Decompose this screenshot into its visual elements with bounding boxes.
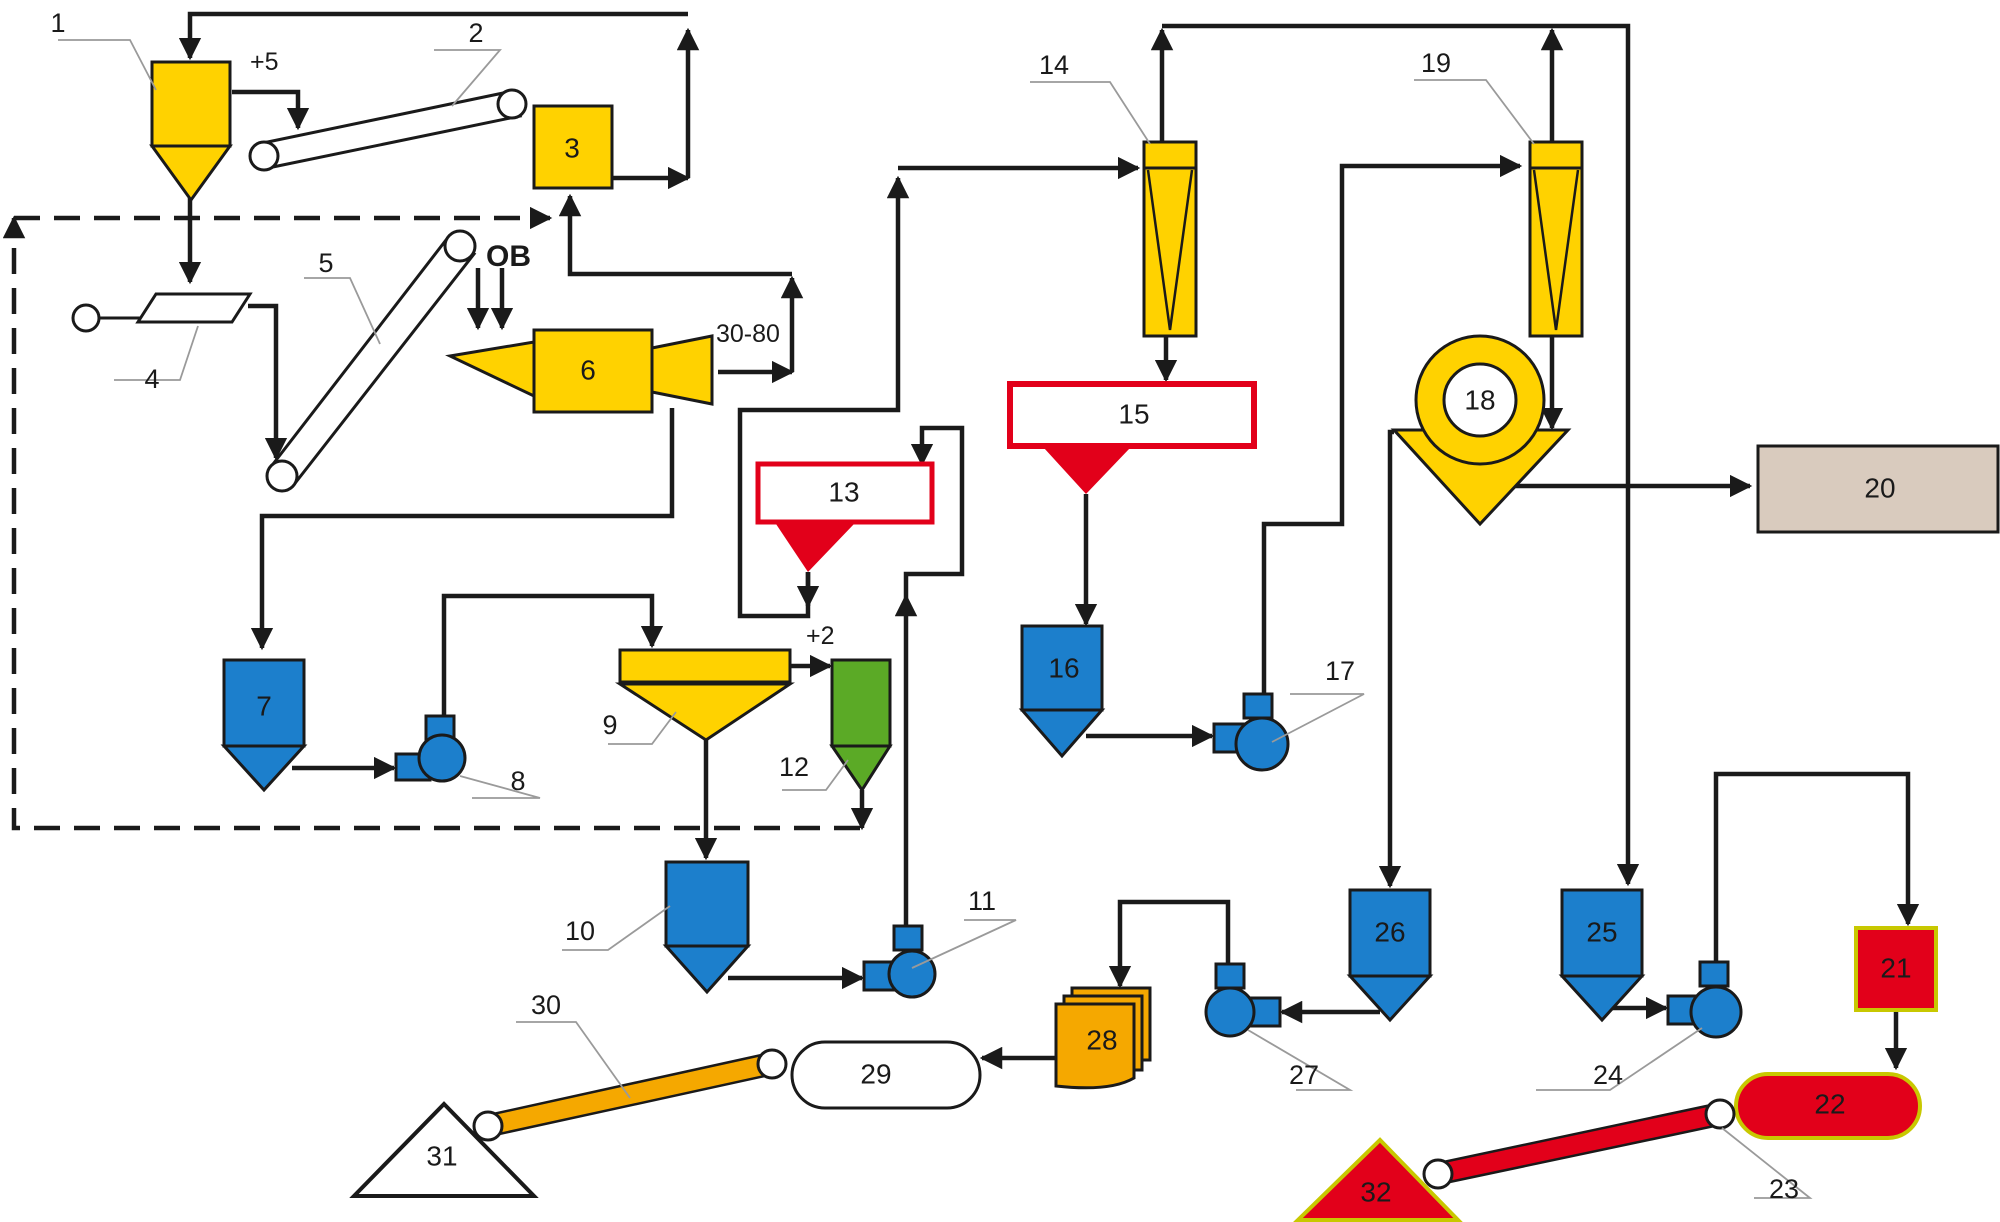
label-29: 29 (860, 1058, 891, 1089)
unit-13-hopper (755, 461, 935, 572)
label-11: 11 (968, 886, 996, 916)
label-32: 32 (1360, 1176, 1391, 1207)
label-7: 7 (256, 690, 272, 721)
unit-9-separator (614, 648, 795, 742)
label-12: 12 (779, 752, 809, 782)
unit-28-bags (1054, 986, 1152, 1090)
label-19: 19 (1421, 48, 1451, 78)
annotation-plus2: +2 (806, 622, 835, 650)
unit-17-pump (1212, 692, 1290, 772)
unit-22-dryer (1734, 1072, 1922, 1140)
leader-lines (58, 39, 1813, 1199)
label-30: 30 (531, 990, 561, 1020)
unit-19-cyclone (1528, 140, 1584, 338)
unit-4-feeder (71, 292, 253, 333)
unit-2-conveyor (248, 88, 528, 172)
unit-31-pile (349, 1101, 539, 1198)
label-31: 31 (426, 1140, 457, 1171)
unit-32-pile (1293, 1137, 1463, 1222)
label-26: 26 (1374, 916, 1405, 947)
unit-23-conveyor (1422, 1098, 1736, 1190)
unit-8-pump (394, 714, 467, 783)
unit-10-sump (662, 860, 752, 995)
label-15: 15 (1118, 398, 1149, 429)
label-23: 23 (1769, 1174, 1799, 1204)
label-2: 2 (468, 18, 483, 48)
annotation-size-range: 30-80 (716, 320, 780, 348)
label-21: 21 (1880, 952, 1911, 983)
label-25: 25 (1586, 916, 1617, 947)
label-28: 28 (1086, 1024, 1117, 1055)
label-20: 20 (1864, 472, 1895, 503)
unit-1-hopper (149, 60, 233, 203)
unit-29-drum (790, 1040, 982, 1110)
unit-30-conveyor (472, 1048, 788, 1142)
label-13: 13 (828, 476, 859, 507)
flow-annotations: +5 +2 30-80 OB (250, 48, 835, 650)
unit-12-bin (829, 658, 893, 793)
unit-26-sump (1346, 888, 1434, 1023)
label-9: 9 (602, 710, 617, 740)
label-6: 6 (580, 354, 596, 385)
unit-16-sump (1018, 624, 1106, 759)
unit-25-sump (1558, 888, 1646, 1023)
unit-labels: 1 2 3 4 5 6 7 8 9 10 11 12 13 14 15 16 1… (50, 8, 1911, 1207)
unit-27-pump (1204, 962, 1282, 1038)
recycle-dashed-line (2, 206, 860, 831)
unit-14-cyclone (1142, 140, 1198, 338)
unit-5-conveyor (265, 229, 477, 493)
label-4: 4 (144, 364, 159, 394)
unit-6-drum (445, 328, 714, 414)
label-16: 16 (1048, 652, 1079, 683)
label-24: 24 (1593, 1060, 1623, 1090)
annotation-plus5: +5 (250, 48, 279, 76)
unit-24-pump (1666, 960, 1743, 1039)
label-3: 3 (564, 132, 580, 163)
label-1: 1 (50, 8, 65, 38)
unit-18-separator (1390, 334, 1572, 527)
label-10: 10 (565, 916, 595, 946)
unit-3-box (532, 104, 614, 190)
unit-15-hopper (1007, 381, 1257, 494)
label-18: 18 (1464, 384, 1495, 415)
label-14: 14 (1039, 50, 1069, 80)
label-22: 22 (1814, 1088, 1845, 1119)
label-17: 17 (1325, 656, 1355, 686)
unit-20-block (1756, 444, 2000, 534)
label-27: 27 (1289, 1060, 1319, 1090)
unit-7-sump (220, 658, 308, 793)
label-5: 5 (318, 248, 333, 278)
flow-lines (178, 11, 1920, 1071)
label-8: 8 (510, 766, 525, 796)
unit-21-box (1854, 926, 1938, 1012)
annotation-water: OB (486, 240, 531, 273)
